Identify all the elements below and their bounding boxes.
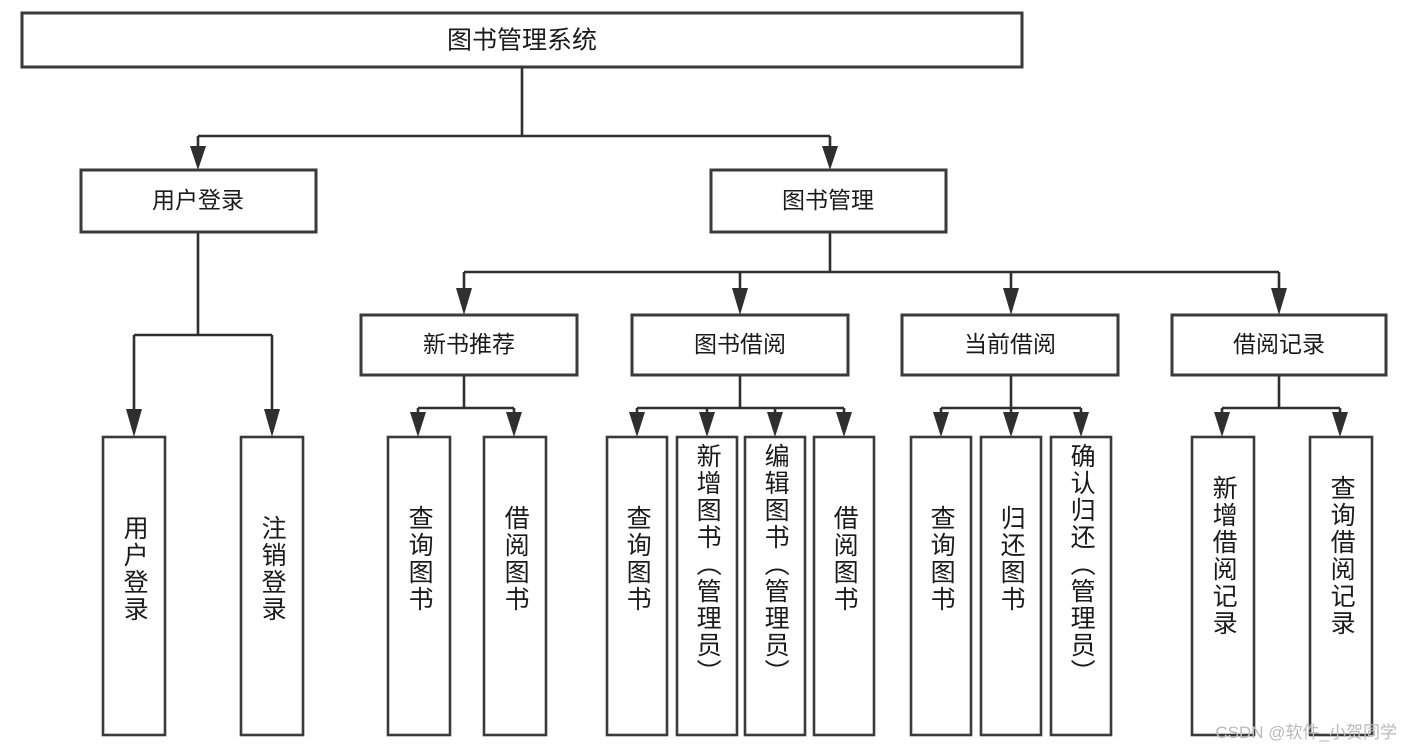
connector-group-book-management [456, 232, 1287, 315]
arrow-head-icon [933, 412, 949, 437]
node-label-book-borrow: 图书借阅 [694, 331, 786, 357]
node-label-new-book-recommend: 新书推荐 [423, 331, 515, 357]
leaf-box-borrow-book-1[interactable] [482, 435, 548, 737]
leaf-box-query-book-1[interactable] [386, 435, 452, 737]
node-label-book-management-system: 图书管理系统 [447, 27, 597, 55]
connector-group-root [190, 67, 838, 170]
leaf-box-add-record[interactable] [1190, 435, 1256, 737]
arrow-head-icon [410, 412, 426, 437]
node-new-book-recommend[interactable]: 新书推荐 [359, 313, 579, 377]
node-book-management-system[interactable]: 图书管理系统 [20, 11, 1024, 69]
arrow-head-icon [506, 412, 522, 437]
leaf-box-query-record[interactable] [1308, 435, 1374, 737]
node-label-current-borrow: 当前借阅 [964, 331, 1056, 357]
node-label-user-login: 用户登录 [152, 187, 244, 213]
arrow-head-icon [629, 412, 645, 437]
leaf-boxes-current-borrow [909, 435, 1113, 737]
node-book-borrow[interactable]: 图书借阅 [630, 313, 850, 377]
connector-group-user-login [126, 232, 280, 437]
arrow-head-icon [836, 412, 852, 437]
arrow-head-icon [699, 412, 715, 437]
arrow-head-icon [1003, 412, 1019, 437]
leaf-box-borrow-book-2[interactable] [812, 435, 876, 737]
arrow-head-icon [1073, 412, 1089, 437]
leaf-box-query-book-3[interactable] [909, 435, 973, 737]
arrow-head-icon [1214, 412, 1230, 437]
leaf-box-add-book[interactable] [675, 435, 739, 737]
arrow-head-icon [1271, 288, 1287, 315]
node-user-login[interactable]: 用户登录 [79, 168, 318, 234]
arrow-head-icon [190, 146, 206, 170]
arrow-head-icon [732, 288, 748, 315]
arrow-head-icon [126, 409, 142, 437]
arrow-head-icon [822, 146, 838, 170]
leaf-box-query-book-2[interactable] [605, 435, 669, 737]
leaf-box-user-login[interactable] [101, 435, 167, 737]
node-book-management[interactable]: 图书管理 [709, 168, 948, 234]
leaf-boxes-new-book-recommend [386, 435, 548, 737]
arrow-head-icon [456, 288, 472, 315]
node-label-book-management: 图书管理 [782, 187, 874, 213]
leaf-box-confirm-return[interactable] [1049, 435, 1113, 737]
node-label-borrow-record: 借阅记录 [1233, 331, 1325, 357]
connector-group-current-borrow [933, 375, 1089, 437]
leaf-boxes-book-borrow [605, 435, 876, 737]
leaf-box-logout-login[interactable] [239, 435, 305, 737]
connector-group-borrow-record [1214, 375, 1348, 437]
arrow-head-icon [1003, 288, 1019, 315]
csdn-watermark: CSDN @软件_小贺同学 [1215, 723, 1397, 742]
leaf-boxes-borrow-record [1190, 435, 1374, 737]
leaf-box-edit-book[interactable] [743, 435, 807, 737]
arrow-head-icon [1332, 412, 1348, 437]
arrow-head-icon [264, 409, 280, 437]
node-current-borrow[interactable]: 当前借阅 [900, 313, 1120, 377]
node-borrow-record[interactable]: 借阅记录 [1170, 313, 1388, 377]
connector-group-new-book-recommend [410, 375, 522, 437]
arrow-head-icon [767, 412, 783, 437]
leaf-boxes-user-login [101, 435, 305, 737]
connector-group-book-borrow [629, 375, 852, 437]
leaf-box-return-book[interactable] [979, 435, 1043, 737]
